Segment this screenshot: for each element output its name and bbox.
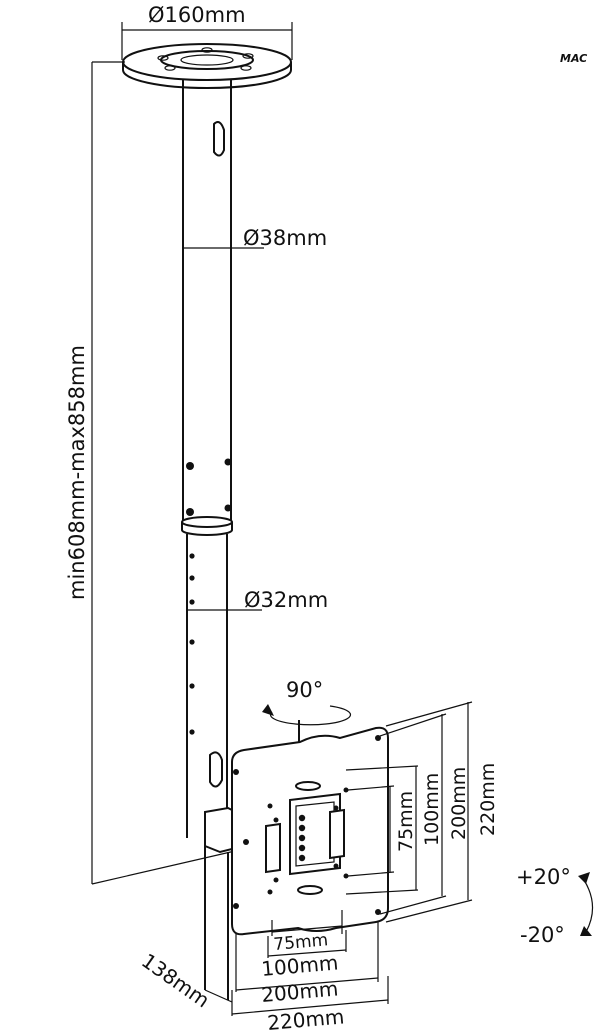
lower-tube-diameter-label: Ø32mm [244, 588, 328, 612]
swivel-angle-label: 90° [286, 678, 323, 702]
tube-collar [181, 516, 233, 536]
vesa-v-220-label: 220mm [477, 763, 499, 836]
upper-tube: Ø38mm [182, 80, 327, 520]
base-plate-diameter-label: Ø160mm [148, 3, 246, 27]
pole-length-dimension: min608mm-max858mm [65, 61, 249, 885]
depth-label: 138mm [137, 948, 214, 1012]
vesa-v-100-label: 100mm [421, 773, 443, 846]
vesa-v-200-label: 200mm [448, 767, 470, 840]
tilt-down-label: -20° [520, 923, 565, 947]
tilt-indicator: +20° -20° [516, 865, 594, 947]
brand-logo: MAC [560, 52, 587, 65]
vesa-h-220-label: 220mm [266, 1004, 345, 1035]
depth-dimension: 138mm [137, 948, 233, 1012]
vertical-vesa-dimensions: 75mm 100mm 200mm 220mm [345, 701, 499, 923]
vesa-h-200-label: 200mm [260, 976, 339, 1007]
upper-tube-diameter-label: Ø38mm [243, 226, 327, 250]
vesa-v-75-label: 75mm [395, 791, 417, 852]
lower-tube: Ø32mm [186, 534, 328, 838]
ceiling-base-plate: Ø160mm [121, 3, 293, 89]
pole-length-label: min608mm-max858mm [65, 345, 89, 600]
tilt-up-label: +20° [516, 865, 571, 889]
vesa-h-75-label: 75mm [273, 930, 329, 955]
vesa-plate [231, 726, 389, 936]
